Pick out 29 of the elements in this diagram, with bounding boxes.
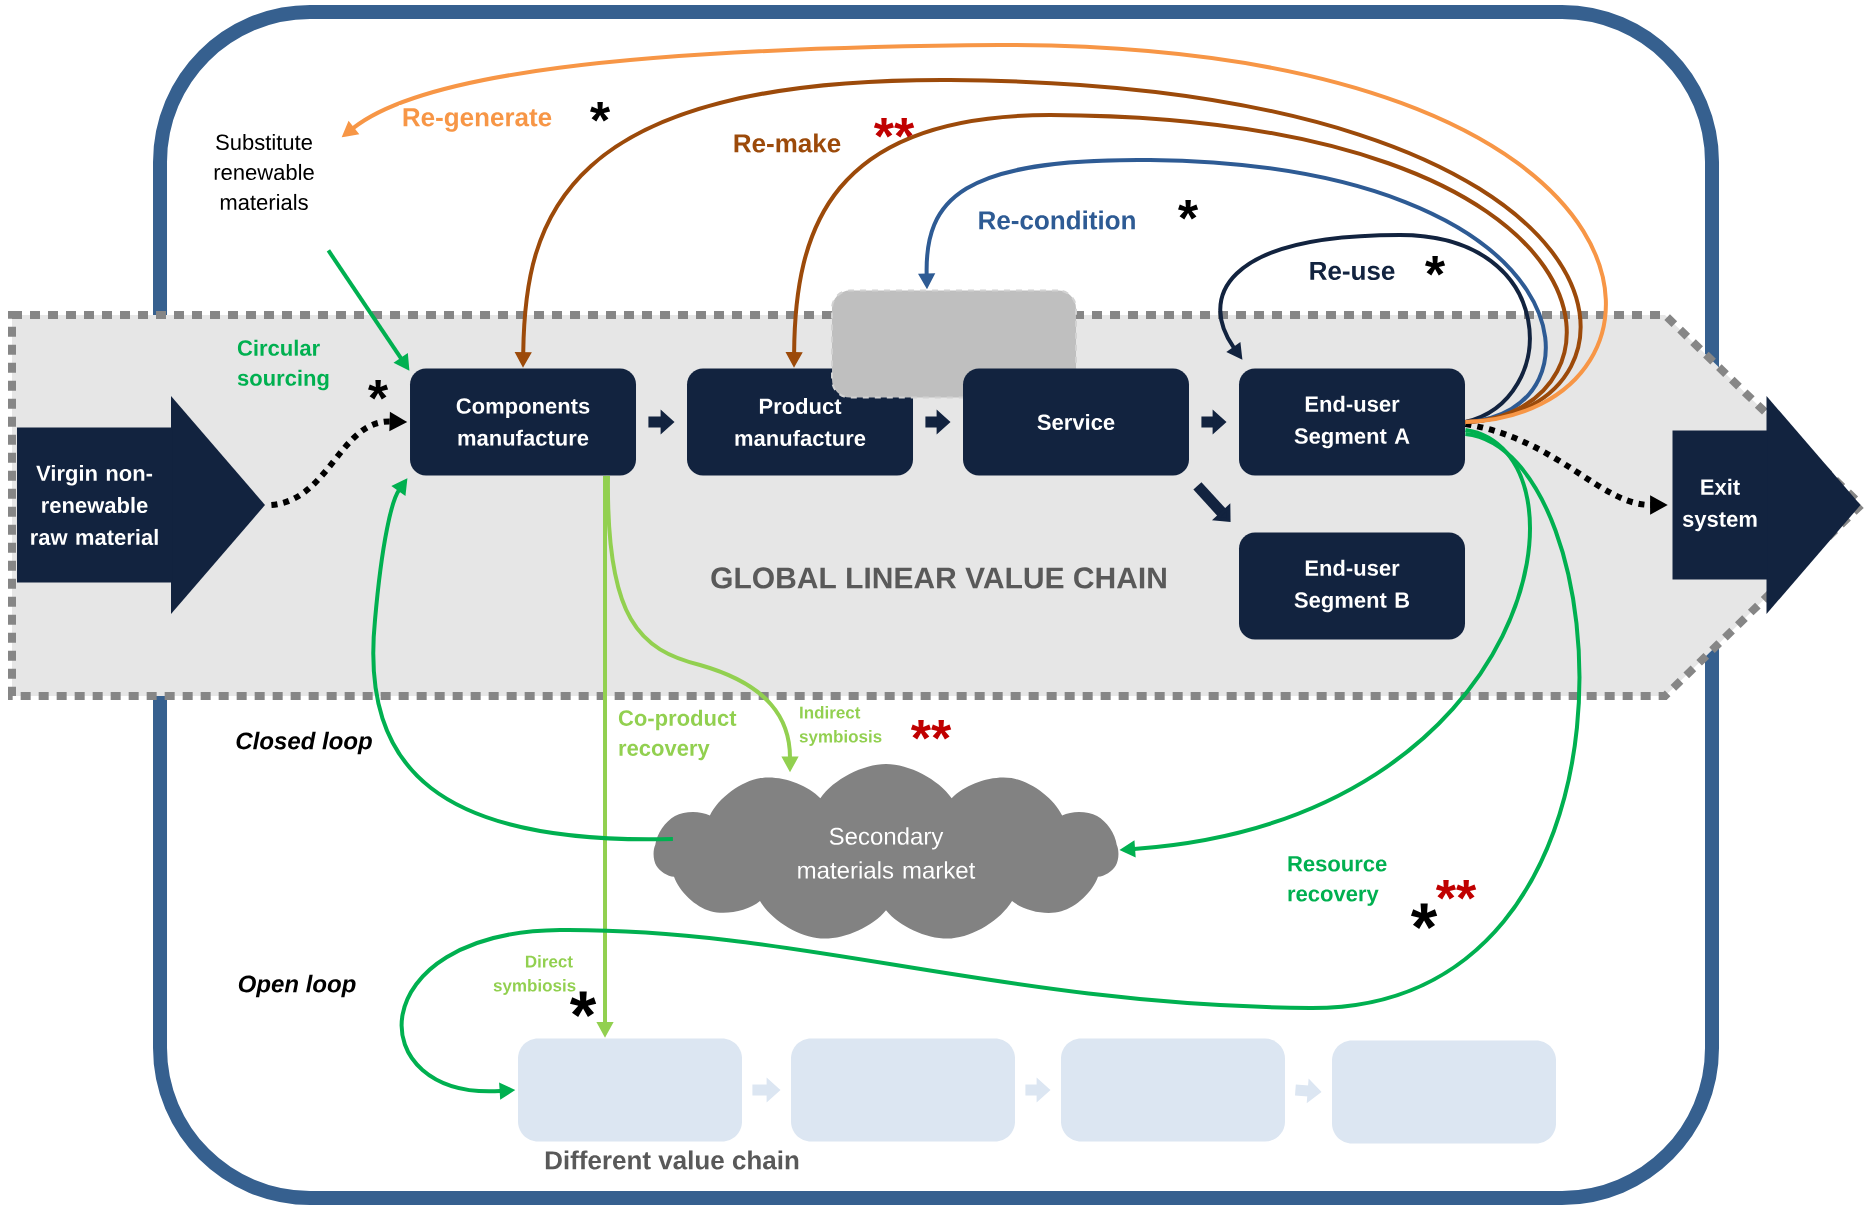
asterisk: * (368, 380, 389, 400)
asterisk: * (590, 102, 611, 122)
asterisk: ** (1435, 880, 1477, 900)
edge-label: Re-use (1305, 258, 1399, 284)
edge-label: Re-make (729, 130, 845, 156)
empty-box (1332, 1040, 1556, 1144)
asterisk: ** (873, 118, 915, 138)
section-label: Closed loop (236, 731, 372, 755)
edge-label: Co-product recovery (615, 706, 749, 764)
process-box: End-user Segment A (1239, 368, 1465, 476)
edge-label: Re-generate (398, 105, 556, 135)
empty-box (791, 1038, 1015, 1142)
asterisk: * (1410, 903, 1438, 929)
node-label: Exit system (1682, 478, 1757, 532)
empty-box (518, 1038, 742, 1142)
section-label: Open loop (238, 974, 356, 998)
section-label: Different value chain (545, 1150, 799, 1170)
market-cloud: Secondary materials market (653, 764, 1119, 939)
edge-label: Re-condition (974, 207, 1140, 233)
asterisk: * (1425, 256, 1446, 276)
process-box: End-user Segment B (1239, 532, 1465, 640)
edge-label: Indirect symbiosis (796, 703, 894, 749)
source-label: Substitute renewable materials (214, 133, 314, 211)
process-box: Service (963, 368, 1189, 476)
empty-box (1061, 1038, 1285, 1142)
process-box: Components manufacture (410, 368, 636, 476)
edge-label: Resource recovery (1284, 853, 1402, 909)
asterisk: * (1178, 200, 1199, 220)
edge-label: Circular sourcing (234, 336, 340, 394)
